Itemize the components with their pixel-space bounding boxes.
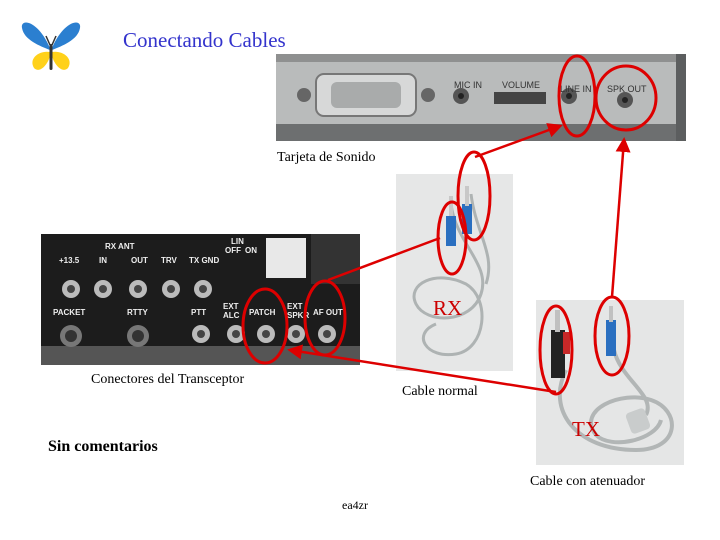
rx-to-line-in-arrow (475, 126, 560, 157)
rx-plug-highlight-2 (438, 202, 466, 274)
tx-plug-highlight-2 (595, 297, 629, 375)
patch-highlight (243, 289, 287, 363)
tx-plug-highlight-1 (540, 306, 572, 394)
comments-text: Sin comentarios (48, 438, 158, 456)
af-out-highlight (305, 281, 345, 355)
line-in-highlight (559, 56, 595, 136)
af-out-to-rx-line (328, 238, 440, 280)
rx-plug-highlight-1 (458, 152, 490, 240)
tx-to-patch-arrow (290, 350, 556, 392)
rx-label: RX (433, 296, 462, 321)
footer-author: ea4zr (342, 498, 368, 513)
spk-out-highlight (596, 66, 656, 130)
tx-label: TX (572, 417, 600, 442)
tx-to-spk-out-arrow (612, 140, 624, 297)
